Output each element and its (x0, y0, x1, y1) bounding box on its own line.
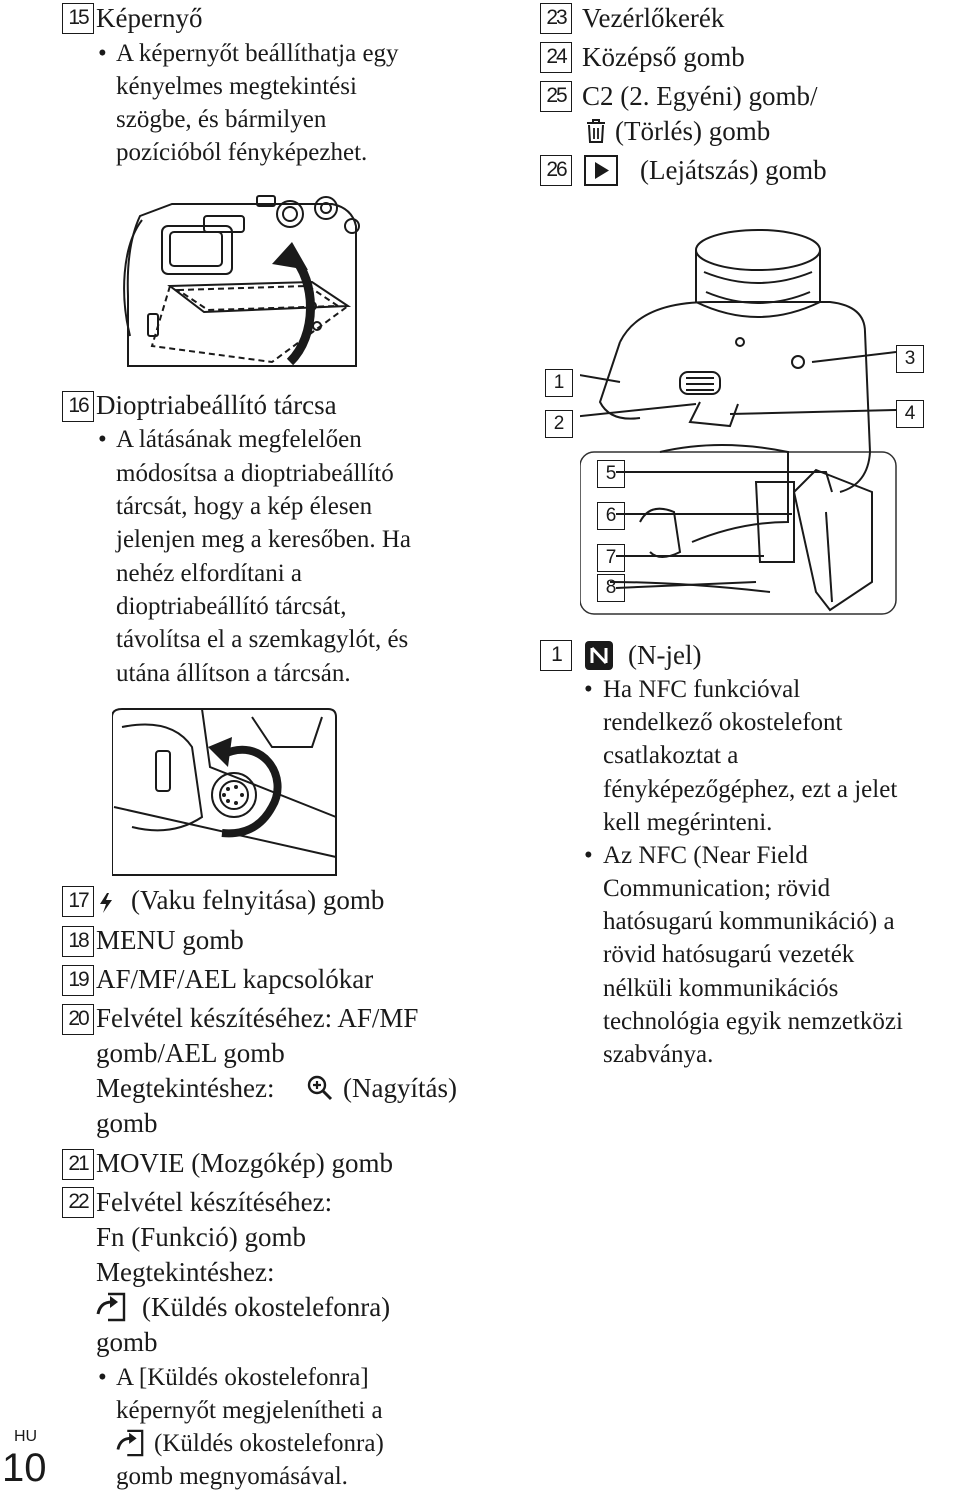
item-number-20: 20 (62, 1004, 94, 1035)
item-15-bullet-line: kényelmes megtekintési (116, 73, 357, 100)
item-17-label: (Vaku felnyitása) gomb (131, 885, 385, 915)
item-22-line: Megtekintéshez: (96, 1257, 275, 1287)
item-22-line: Felvétel készítéséhez: (96, 1187, 333, 1217)
item-16-bullet-line: utána állítson a tárcsán. (116, 660, 351, 687)
trash-icon (587, 119, 605, 143)
language-code: HU (14, 1428, 38, 1445)
item-15-bullet-line: szögbe, és bármilyen (116, 106, 327, 133)
item-number-21: 21 (62, 1149, 94, 1180)
item-number-15: 15 (62, 3, 94, 34)
item-number-18: 18 (62, 926, 94, 957)
send-to-smartphone-icon (96, 1292, 126, 1322)
item-16-bullet-line: távolítsa el a szemkagylót, és (116, 626, 409, 653)
item-16-title: Dioptriabeállító tárcsa (96, 390, 337, 420)
item-22-line: Fn (Funkció) gomb (96, 1222, 307, 1252)
n-bullet-line: csatlakoztat a (603, 742, 739, 769)
callout-8: 8 (597, 574, 625, 602)
item-20-line: Megtekintéshez: (96, 1073, 275, 1103)
camera-side-illustration (580, 229, 897, 615)
callout-1: 1 (545, 369, 573, 397)
item-24-label: Középső gomb (582, 42, 745, 72)
n-bullet-line: kell megérinteni. (603, 809, 773, 836)
n-bullet-line: Ha NFC funkcióval (603, 676, 801, 703)
item-15-title: Képernyő (96, 3, 203, 33)
bullet-dot: • (98, 426, 107, 453)
item-16-bullet-line: jelenjen meg a keresőben. Ha (116, 526, 412, 553)
item-number-16: 16 (62, 391, 94, 422)
item-22-bullet-line: A [Küldés okostelefonra] (116, 1364, 369, 1391)
bullet-dot: • (584, 842, 593, 869)
callout-6: 6 (597, 502, 625, 530)
item-20-line: gomb/AEL gomb (96, 1038, 285, 1068)
item-19-label: AF/MF/AEL kapcsolókar (96, 964, 374, 994)
item-16-bullet-line: tárcsát, hogy a kép élesen (116, 493, 373, 520)
n-bullet-line: rövid hatósugarú vezeték (603, 941, 855, 968)
send-to-smartphone-icon (116, 1429, 144, 1457)
item-15-bullet-line: A képernyőt beállíthatja egy (116, 40, 399, 67)
item-26-label: (Lejátszás) gomb (640, 155, 827, 185)
callout-2: 2 (545, 410, 573, 438)
item-22-bullet-line: gomb megnyomásával. (116, 1463, 348, 1490)
item-number-1: 1 (540, 640, 572, 671)
n-bullet-line: rendelkező okostelefont (603, 709, 843, 736)
item-20-line: Felvétel készítéséhez: AF/MF (96, 1003, 419, 1033)
diopter-dial-illustration (112, 708, 337, 876)
n-bullet-line: szabványa. (603, 1041, 714, 1068)
item-16-bullet-line: A látásának megfelelően (116, 426, 362, 453)
item-22-bullet-line: képernyőt megjelenítheti a (116, 1397, 383, 1424)
bullet-dot: • (584, 676, 593, 703)
item-number-19: 19 (62, 965, 94, 996)
item-16-bullet-line: nehéz elfordítani a (116, 560, 303, 587)
n-bullet-line: hatósugarú kommunikáció) a (603, 908, 895, 935)
callout-4: 4 (896, 400, 924, 428)
n-bullet-line: Az NFC (Near Field (603, 842, 808, 869)
item-number-24: 24 (540, 42, 572, 73)
item-number-17: 17 (62, 886, 94, 917)
callout-5: 5 (597, 460, 625, 488)
item-20-line: gomb (96, 1108, 158, 1138)
n-bullet-line: nélküli kommunikációs (603, 975, 839, 1002)
bullet-dot: • (98, 40, 107, 67)
play-icon (584, 155, 618, 186)
tilting-screen-illustration (123, 195, 360, 367)
item-21-label: MOVIE (Mozgókép) gomb (96, 1148, 393, 1178)
item-22-line: (Küldés okostelefonra) (142, 1292, 391, 1322)
n-bullet-line: fényképezőgéphez, ezt a jelet (603, 776, 898, 803)
item-22-bullet-line: (Küldés okostelefonra) (154, 1430, 384, 1457)
item-number-25: 25 (540, 81, 572, 112)
item-15-bullet-line: pozícióból fényképezhet. (116, 139, 368, 166)
item-25-line: (Törlés) gomb (615, 116, 771, 146)
item-number-23: 23 (540, 3, 572, 34)
n-mark-icon (585, 641, 613, 670)
zoom-in-icon (307, 1075, 333, 1101)
item-16-bullet-line: módosítsa a dioptriabeállító (116, 460, 394, 487)
item-number-22: 22 (62, 1187, 94, 1218)
item-23-label: Vezérlőkerék (582, 3, 725, 33)
item-18-label: MENU gomb (96, 925, 244, 955)
item-16-bullet-line: dioptriabeállító tárcsát, (116, 593, 347, 620)
item-25-line: C2 (2. Egyéni) gomb/ (582, 81, 818, 111)
callout-3: 3 (896, 345, 924, 373)
bullet-dot: • (98, 1364, 107, 1391)
item-1-label: (N-jel) (628, 640, 702, 670)
callout-7: 7 (597, 544, 625, 572)
n-bullet-line: technológia egyik nemzetközi (603, 1008, 903, 1035)
page-number: 10 (2, 1446, 47, 1490)
n-bullet-line: Communication; rövid (603, 875, 831, 902)
item-20-line: (Nagyítás) (343, 1073, 457, 1103)
item-22-line: gomb (96, 1327, 158, 1357)
item-number-26: 26 (540, 155, 572, 186)
flash-icon (100, 893, 112, 913)
